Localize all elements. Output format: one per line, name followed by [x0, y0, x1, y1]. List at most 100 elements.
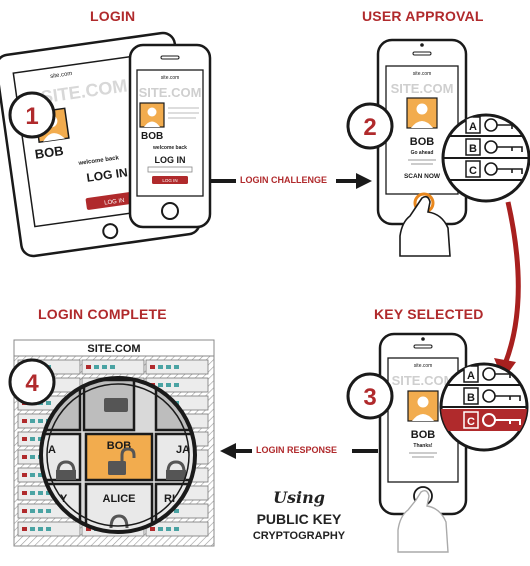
login-phone: site.com SITE.COM BOB welcome back LOG I…	[128, 43, 212, 229]
caption-using: Using	[273, 488, 325, 507]
login-challenge-label: LOGIN CHALLENGE	[237, 175, 330, 185]
rack-led	[166, 527, 171, 531]
rack-led	[30, 473, 35, 477]
rack-led	[30, 491, 35, 495]
selected-phone-site: SITE.COM	[392, 373, 455, 388]
server-partial-left: A	[48, 444, 56, 456]
step-4-number: 4	[25, 370, 39, 397]
approval-to-selected-arrow	[494, 201, 521, 380]
rack-led	[46, 527, 51, 531]
login-response-label: LOGIN RESPONSE	[253, 445, 341, 455]
server-user-alice: ALICE	[103, 493, 136, 505]
rack-led	[158, 383, 163, 387]
server-partial-bottom-right: RI	[164, 493, 175, 505]
login-response-arrow	[220, 443, 378, 459]
rack-led	[30, 509, 35, 513]
rack-led	[22, 491, 27, 495]
key-a-label-3: A	[467, 370, 475, 382]
approval-phone-url: site.com	[413, 71, 432, 77]
rack-led	[30, 437, 35, 441]
key-c-label-2: C	[469, 165, 477, 177]
step-2-title: USER APPROVAL	[362, 8, 484, 24]
caption-cryptography: CRYPTOGRAPHY	[252, 530, 346, 542]
rack-led	[102, 365, 107, 369]
login-phone-welcome: welcome back	[152, 145, 187, 151]
tablet-user: BOB	[34, 143, 65, 162]
rack-led	[94, 365, 99, 369]
rack-led	[30, 527, 35, 531]
rack-led	[174, 509, 179, 513]
rack-led	[150, 365, 155, 369]
selected-phone: site.com SITE.COM BOB Thanks!	[378, 332, 468, 516]
step-3-title: KEY SELECTED	[374, 306, 484, 322]
rack-led	[22, 437, 27, 441]
rack-led	[110, 365, 115, 369]
rack-led	[150, 527, 155, 531]
rack-led	[174, 365, 179, 369]
selected-phone-url: site.com	[414, 363, 433, 369]
rack-led	[38, 473, 43, 477]
tablet-url: site.com	[50, 71, 73, 80]
lock-shackle-icon	[166, 460, 186, 473]
step-2-badge: 2	[346, 102, 394, 150]
server-magnifier: BOB ALICE A JA Y RI	[39, 376, 197, 534]
login-phone-site: SITE.COM	[139, 85, 202, 100]
tablet-login-button-label: LOG IN	[104, 198, 125, 207]
rack-led	[86, 527, 91, 531]
server-partial-bottom-left: Y	[60, 493, 68, 505]
rack-led	[22, 419, 27, 423]
rack-led	[46, 509, 51, 513]
approval-phone-action: SCAN NOW	[404, 173, 441, 180]
alice-slot	[84, 482, 154, 532]
tablet-login-button	[85, 190, 143, 210]
selected-key-icon	[482, 413, 521, 427]
rack-led	[38, 437, 43, 441]
step-4-badge: 4	[8, 358, 56, 406]
step-3-badge: 3	[346, 372, 394, 420]
login-phone-button	[152, 176, 188, 184]
rack-led	[174, 527, 179, 531]
server-site: SITE.COM	[87, 343, 140, 355]
step-2-number: 2	[363, 114, 376, 141]
open-padlock-icon	[108, 447, 136, 475]
tablet-login-heading: LOG IN	[86, 165, 129, 185]
lock-shackle-icon	[56, 460, 76, 473]
rack-led	[30, 419, 35, 423]
rack-led	[22, 455, 27, 459]
key-list-magnifier-step-2: A B C	[441, 113, 530, 203]
login-phone-login-heading: LOG IN	[155, 155, 186, 165]
rack-led	[30, 455, 35, 459]
key-list-magnifier-step-3: A B C	[439, 362, 529, 452]
key-a-label-2: A	[469, 121, 477, 133]
key-b-label-3: B	[467, 392, 475, 404]
rack-led	[46, 491, 51, 495]
approval-phone-site: SITE.COM	[391, 81, 454, 96]
rack-led	[158, 365, 163, 369]
caption-public-key: PUBLIC KEY	[256, 511, 342, 527]
selected-finger	[397, 489, 449, 553]
rack-led	[22, 473, 27, 477]
selected-phone-status: Thanks!	[413, 443, 433, 449]
server-partial-right: JA	[176, 444, 190, 456]
step-4-title: LOGIN COMPLETE	[38, 306, 167, 322]
approval-phone-status: Go ahead	[411, 150, 434, 156]
rack-led	[22, 527, 27, 531]
key-b-label-2: B	[469, 143, 477, 155]
login-phone-user: BOB	[141, 131, 163, 142]
login-challenge-arrow	[211, 173, 372, 189]
login-phone-url: site.com	[161, 75, 180, 81]
login-phone-button-label: LOG IN	[162, 178, 177, 183]
step-1-title: LOGIN	[90, 8, 136, 24]
rack-led	[22, 509, 27, 513]
approval-phone-user: BOB	[410, 136, 435, 148]
rack-led	[38, 491, 43, 495]
rack-led	[174, 383, 179, 387]
rack-led	[38, 419, 43, 423]
key-c-label-3: C	[467, 416, 475, 428]
step-3-number: 3	[363, 384, 376, 411]
step-1-number: 1	[25, 103, 38, 130]
rack-led	[86, 365, 91, 369]
rack-led	[46, 401, 51, 405]
selected-phone-user: BOB	[411, 429, 436, 441]
